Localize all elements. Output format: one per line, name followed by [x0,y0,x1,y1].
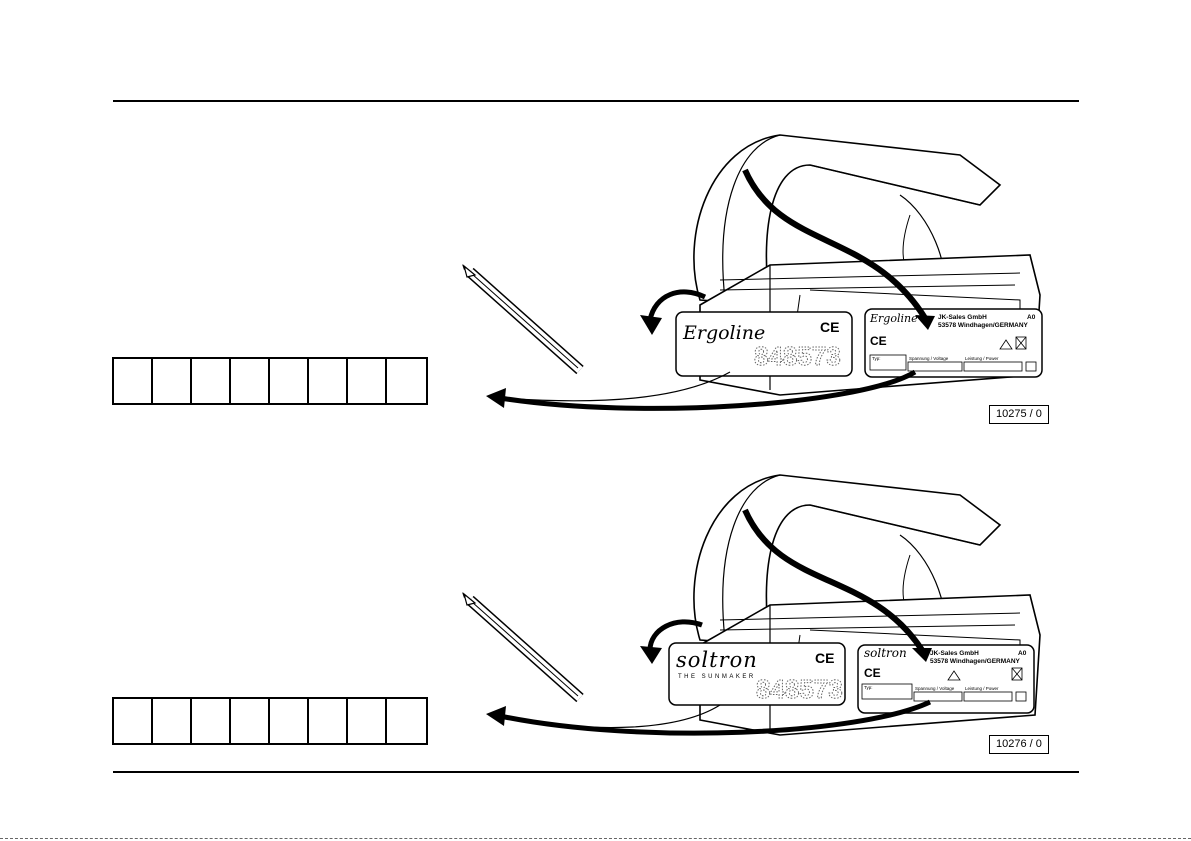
figure-reference: 10275 / 0 [989,405,1049,424]
brand-logo-ergoline-plate: Ergoline [870,312,918,325]
ce-mark: CE [820,319,839,335]
ce-mark: CE [815,650,834,666]
svg-text:848573: 848573 [756,674,843,704]
brand-logo-ergoline: Ergoline [683,322,765,344]
serial-number-dots: 848573 [756,674,843,704]
plate-ce-mark: CE [864,666,881,680]
plate-ce-mark: CE [870,334,887,348]
plate-field-type: Typ: [864,685,873,690]
pencil-icon [462,592,580,698]
figure-reference: 10276 / 0 [989,735,1049,754]
plate-corner-code: A0 [1027,314,1035,321]
plate-field-type: Typ: [872,356,881,361]
plate-company: JK-Sales GmbH [938,314,987,321]
plate-address: 53578 Windhagen/GERMANY [930,658,1020,665]
pencil-icon [462,264,580,370]
brand-logo-soltron: soltron [676,648,758,672]
svg-text:848573: 848573 [754,341,841,371]
plate-address: 53578 Windhagen/GERMANY [938,322,1028,329]
serial-number-dots: 848573 [754,341,841,371]
brand-logo-soltron-plate: soltron [864,646,907,660]
plate-field-power: Leistung / Power [965,356,999,361]
plate-company: JK-Sales GmbH [930,650,979,657]
plate-field-voltage: Spannung / Voltage [909,356,948,361]
brand-tagline: THE SUNMAKER [678,674,756,680]
plate-corner-code: A0 [1018,650,1026,657]
plate-field-voltage: Spannung / Voltage [915,686,954,691]
plate-field-power: Leistung / Power [965,686,999,691]
